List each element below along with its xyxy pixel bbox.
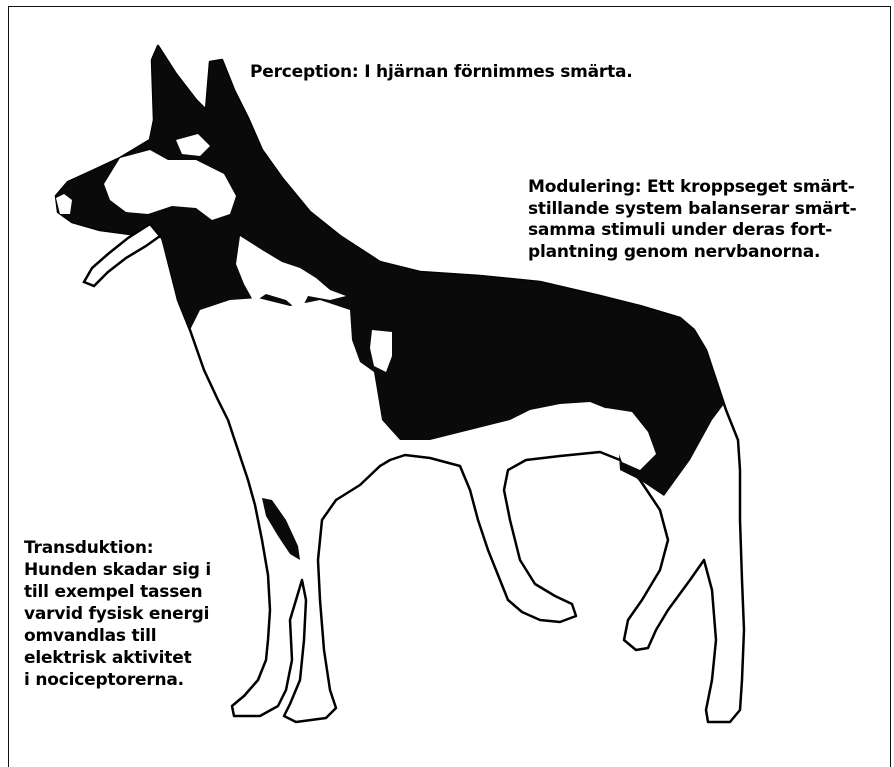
transduktion-line: till exempel tassen <box>24 581 211 603</box>
perception-label: Perception: I hjärnan förnimmes smärta. <box>250 61 633 83</box>
transduktion-line: Transduktion: <box>24 537 211 559</box>
transduktion-line: elektrisk aktivitet <box>24 647 211 669</box>
modulering-line: samma stimuli under deras fort- <box>528 220 856 242</box>
transduktion-line: varvid fysisk energi <box>24 603 211 625</box>
transduktion-label: Transduktion: Hunden skadar sig i till e… <box>24 537 211 691</box>
modulering-line: stillande system balanserar smärt- <box>528 199 856 221</box>
modulering-label: Modulering: Ett kroppseget smärt- stilla… <box>528 177 856 263</box>
transduktion-line: Hunden skadar sig i <box>24 559 211 581</box>
modulering-line: Modulering: Ett kroppseget smärt- <box>528 177 856 199</box>
perception-line: Perception: I hjärnan förnimmes smärta. <box>250 61 633 83</box>
transduktion-line: omvandlas till <box>24 625 211 647</box>
transduktion-line: i nociceptorerna. <box>24 669 211 691</box>
modulering-line: plantning genom nervbanorna. <box>528 242 856 264</box>
